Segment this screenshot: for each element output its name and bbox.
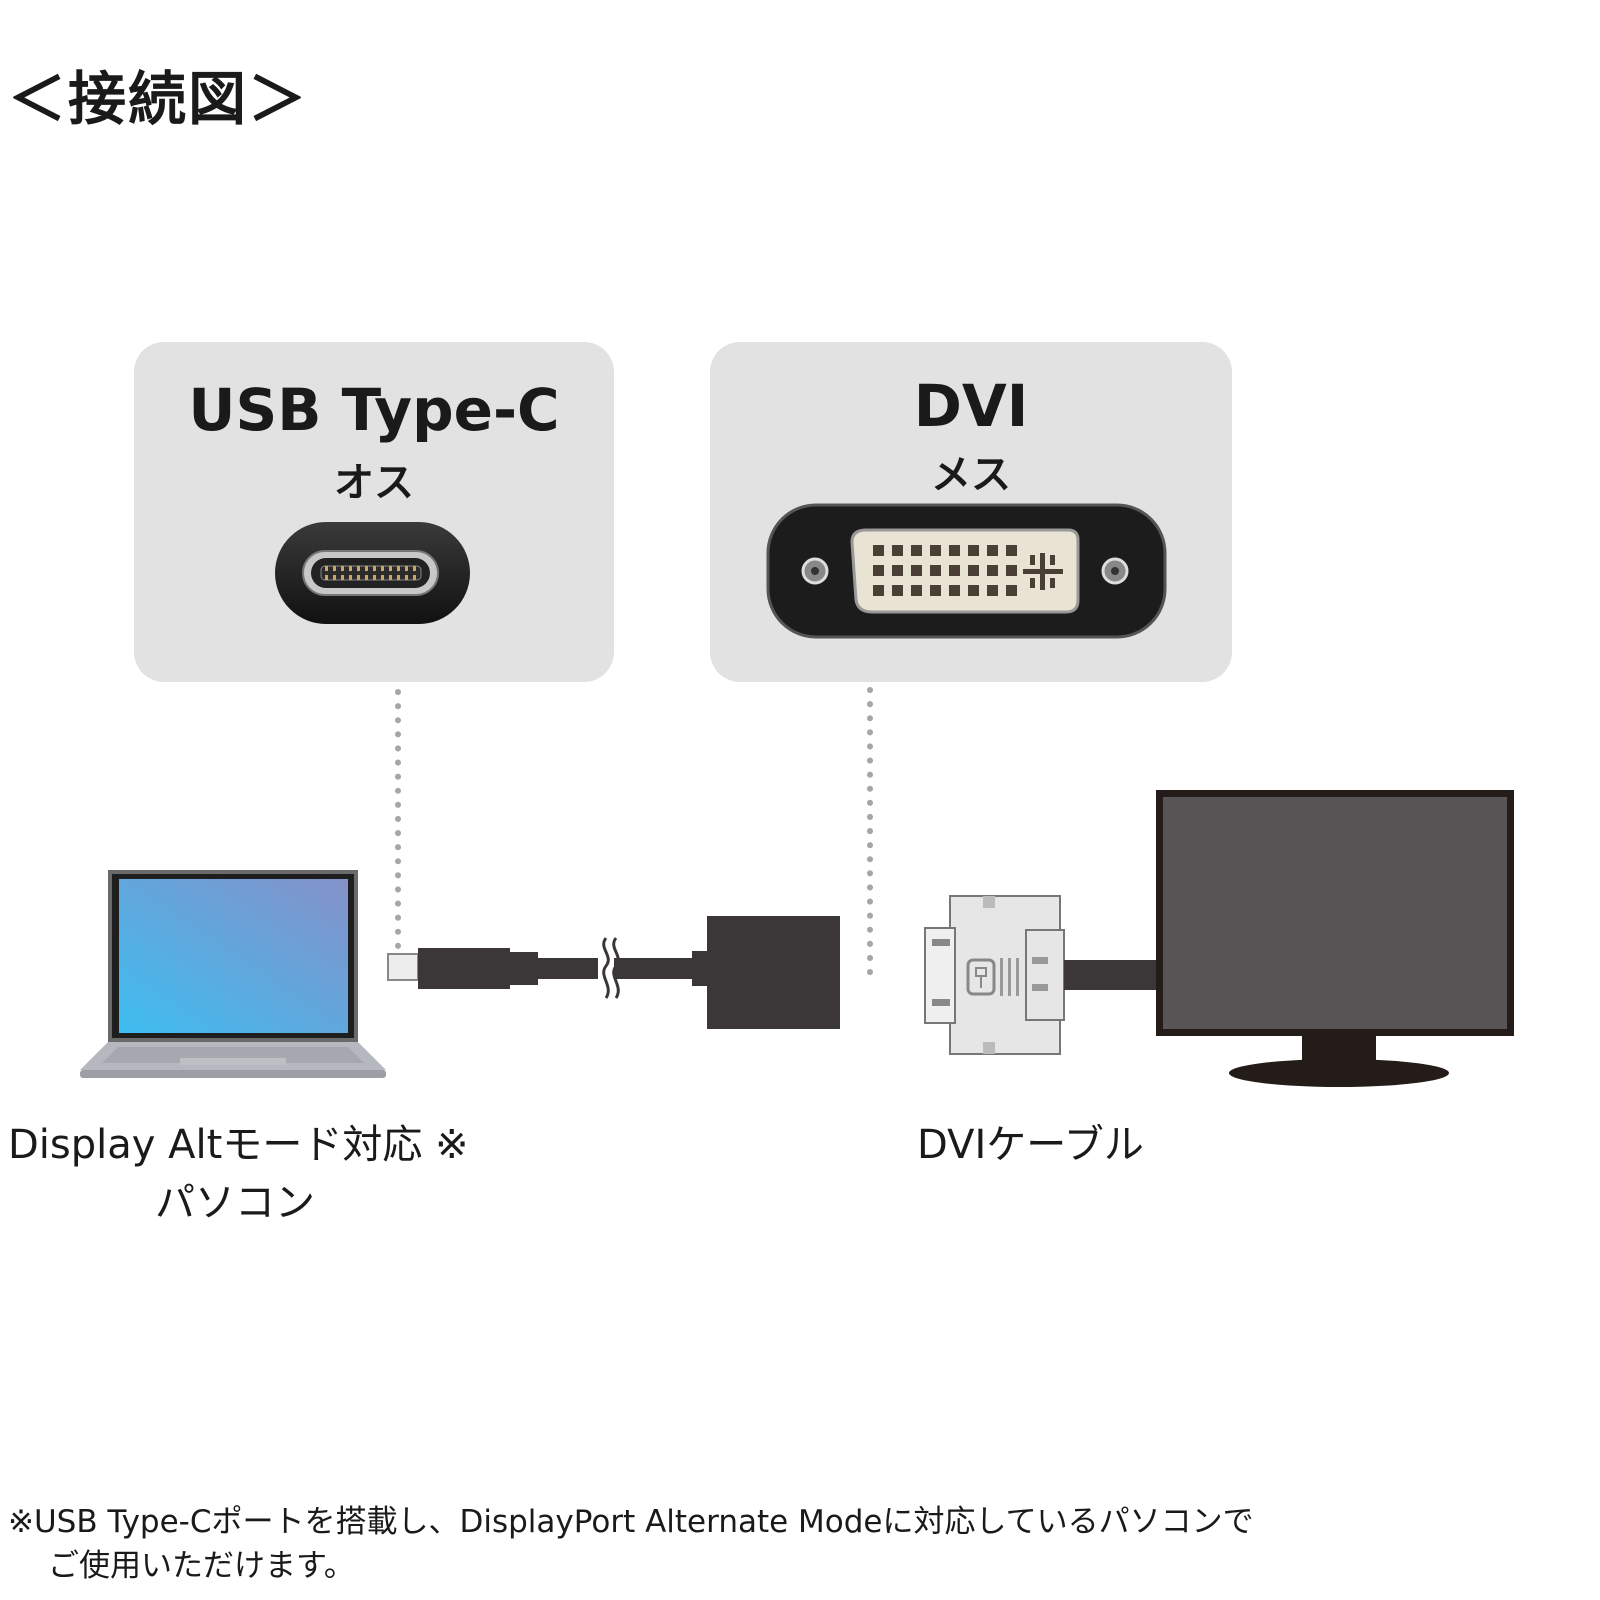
footnote-line2: ご使用いただけます。: [48, 1548, 355, 1584]
dvi-panel-gender: メス: [931, 452, 1011, 498]
page-title: ＜接続図＞: [8, 65, 309, 133]
usb-c-panel: USB Type-C オス: [134, 342, 614, 682]
leader-lines: [395, 687, 873, 978]
dvi-port-icon: [766, 503, 1167, 639]
pc-label-line2: パソコン: [155, 1180, 315, 1226]
footnote-line1: ※USB Type-Cポートを搭載し、DisplayPort Alternate…: [8, 1504, 1254, 1540]
usb-c-port-icon: [275, 522, 470, 624]
usb-c-panel-title: USB Type-C: [188, 376, 560, 444]
dvi-panel-title: DVI: [913, 372, 1029, 440]
dvi-cable-label: DVIケーブル: [917, 1122, 1144, 1168]
footnote: ※USB Type-Cポートを搭載し、DisplayPort Alternate…: [8, 1500, 1254, 1588]
dvi-cable-plug-icon: [924, 895, 1160, 1055]
monitor-icon: [1156, 790, 1514, 1087]
usb-c-panel-gender: オス: [334, 460, 414, 506]
usb-c-dvi-adapter-icon: [387, 916, 840, 1029]
laptop-icon: [80, 870, 386, 1078]
pc-label-line1: Display Altモード対応 ※: [8, 1122, 469, 1168]
